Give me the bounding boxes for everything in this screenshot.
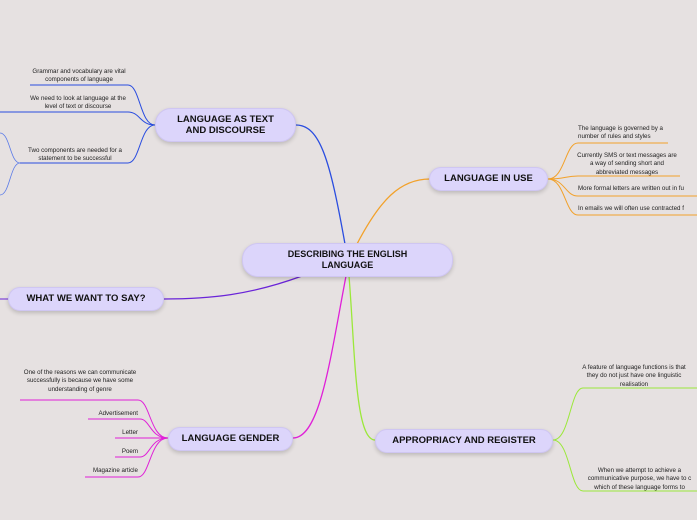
branch-text-discourse[interactable]: LANGUAGE AS TEXT AND DISCOURSE [155,108,296,142]
central-topic[interactable]: DESCRIBING THE ENGLISH LANGUAGE [242,243,453,277]
branch-register[interactable]: APPROPRIACY AND REGISTER [375,429,553,453]
leaf-gender-5[interactable]: Magazine article [92,467,138,474]
branch-want-to-say[interactable]: WHAT WE WANT TO SAY? [8,287,164,311]
branch-gender[interactable]: LANGUAGE GENDER [168,427,293,451]
link-central-to-text-discourse [295,124,346,245]
leaf-register-1[interactable]: A feature of language functions is that … [582,364,686,388]
branch-register-label: APPROPRIACY AND REGISTER [392,435,536,447]
leaf-register-2[interactable]: When we attempt to achieve a communicati… [587,467,692,491]
leaf-text-discourse-1[interactable]: Grammar and vocabulary are vital compone… [32,68,126,84]
leaf-in-use-4[interactable]: In emails we will often use contracted f [578,205,684,212]
leaf-gender-1[interactable]: One of the reasons we can communicate su… [23,369,137,393]
leaf-gender-3[interactable]: Letter [122,429,138,436]
central-topic-label: DESCRIBING THE ENGLISH LANGUAGE [287,249,408,270]
leaf-text-discourse-3[interactable]: Two components are needed for a statemen… [28,147,122,163]
branch-text-discourse-label: LANGUAGE AS TEXT AND DISCOURSE [177,113,274,136]
branch-in-use-label: LANGUAGE IN USE [444,173,533,185]
leaf-in-use-2[interactable]: Currently SMS or text messages are a way… [577,152,677,176]
leaf-in-use-3[interactable]: More formal letters are written out in f… [578,185,684,192]
link-central-to-in-use [356,178,431,245]
branch-in-use[interactable]: LANGUAGE IN USE [429,167,548,191]
leaf-gender-2[interactable]: Advertisement [98,410,138,417]
leaf-gender-4[interactable]: Poem [121,448,138,455]
leaf-text-discourse-2[interactable]: We need to look at language at the level… [30,95,126,111]
branch-want-to-say-label: WHAT WE WANT TO SAY? [26,293,146,305]
branch-gender-label: LANGUAGE GENDER [181,433,280,445]
link-central-to-gender [292,275,347,439]
leaf-in-use-1[interactable]: The language is governed by a number of … [578,125,663,141]
link-central-to-want-to-say [163,275,303,300]
link-central-to-register [348,275,376,441]
